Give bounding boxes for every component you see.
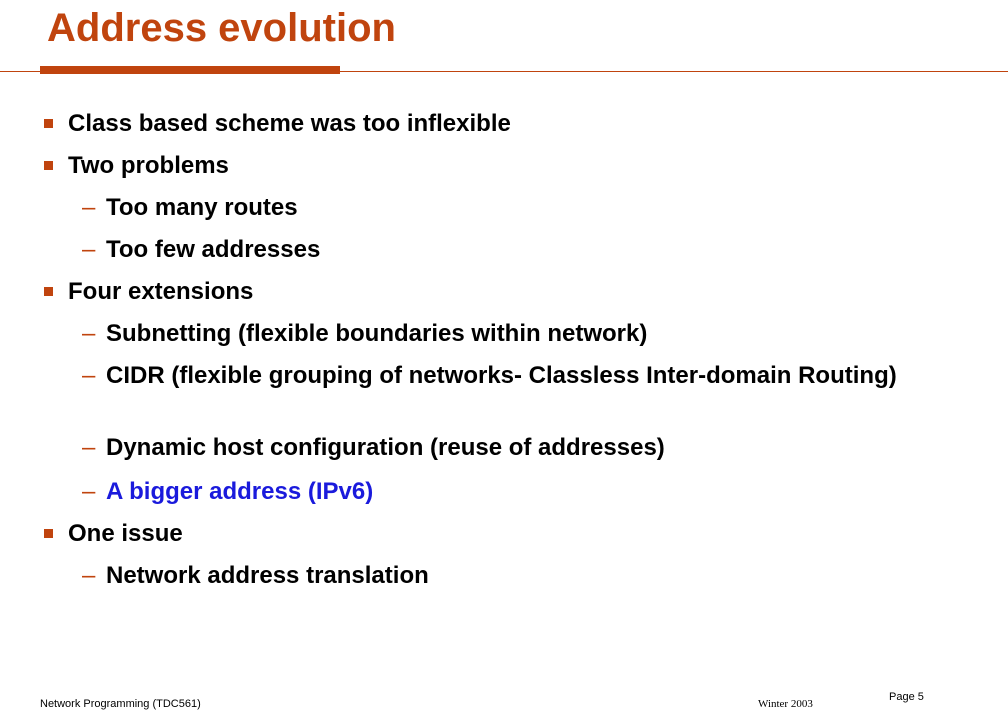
sub-bullet-text: Subnetting (flexible boundaries within n… (106, 320, 648, 347)
square-bullet-icon (44, 119, 53, 128)
slide-title: Address evolution (47, 6, 396, 50)
square-bullet-icon (44, 287, 53, 296)
footer-page-number: Page 5 (889, 691, 924, 703)
dash-bullet-icon: – (82, 562, 96, 589)
dash-bullet-icon: – (82, 194, 96, 221)
title-rule (0, 71, 1008, 72)
bullet-text: Two problems (68, 152, 229, 179)
sub-bullet-text: CIDR (flexible grouping of networks- Cla… (106, 362, 897, 389)
footer-term: Winter 2003 (758, 698, 813, 710)
bullet-text: Class based scheme was too inflexible (68, 110, 511, 137)
dash-bullet-icon: – (82, 478, 96, 505)
bullet-text: Four extensions (68, 278, 254, 305)
sub-bullet-text: Too many routes (106, 194, 298, 221)
footer-course: Network Programming (TDC561) (40, 698, 201, 710)
dash-bullet-icon: – (82, 362, 96, 389)
square-bullet-icon (44, 161, 53, 170)
dash-bullet-icon: – (82, 236, 96, 263)
sub-bullet-text: Too few addresses (106, 236, 321, 263)
bullet-text: One issue (68, 520, 183, 547)
sub-bullet-text: A bigger address (IPv6) (106, 478, 374, 505)
dash-bullet-icon: – (82, 434, 96, 461)
square-bullet-icon (44, 529, 53, 538)
title-accent-bar (40, 66, 340, 74)
sub-bullet-text: Network address translation (106, 562, 429, 589)
sub-bullet-text: Dynamic host configuration (reuse of add… (106, 434, 665, 461)
dash-bullet-icon: – (82, 320, 96, 347)
